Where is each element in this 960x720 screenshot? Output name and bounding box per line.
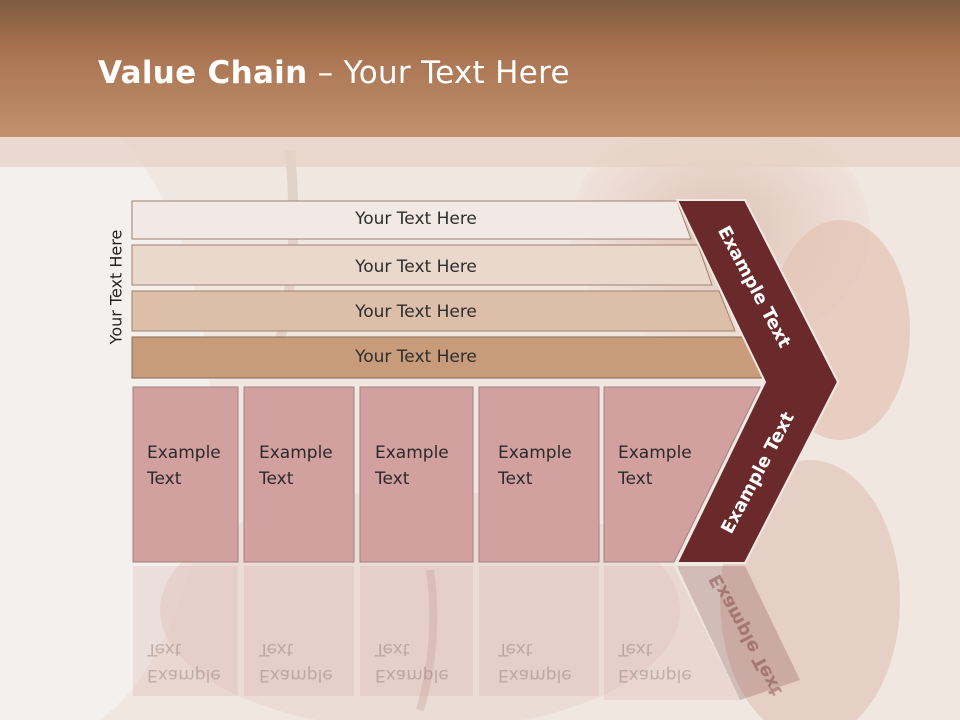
primary-box-4-shape bbox=[478, 386, 600, 563]
primary-box-1-reflection-line1: Example bbox=[147, 665, 221, 685]
primary-box-2-reflection-line1: Example bbox=[259, 665, 333, 685]
primary-box-4-reflection-line2: Text bbox=[498, 639, 533, 659]
support-row-2-shape bbox=[131, 244, 713, 286]
primary-box-4-reflection-line1: Example bbox=[498, 665, 572, 685]
primary-box-4-line1: Example bbox=[498, 443, 572, 463]
support-row-2: Your Text Here bbox=[355, 257, 477, 277]
primary-box-5-line2: Text bbox=[618, 469, 653, 489]
primary-box-5: Example Text bbox=[618, 440, 708, 492]
primary-box-5-reflection-line1: Example bbox=[618, 665, 692, 685]
title-rest: – Your Text Here bbox=[307, 55, 570, 91]
primary-box-3-line2: Text bbox=[375, 469, 410, 489]
primary-box-5-shape bbox=[603, 386, 761, 563]
primary-box-4: Example Text bbox=[498, 440, 588, 492]
title-bold: Value Chain bbox=[98, 55, 308, 91]
primary-box-5-line1: Example bbox=[618, 443, 692, 463]
primary-box-2-reflection-line2: Text bbox=[259, 639, 294, 659]
primary-box-3-reflection-line1: Example bbox=[375, 665, 449, 685]
primary-box-2-line2: Text bbox=[259, 469, 294, 489]
primary-box-2-shape bbox=[243, 386, 355, 563]
primary-box-3: Example Text bbox=[375, 440, 465, 492]
primary-box-2-reflection: Example Text bbox=[259, 636, 349, 688]
primary-box-1: Example Text bbox=[147, 440, 237, 492]
primary-box-1-shape bbox=[132, 386, 239, 563]
primary-box-3-line1: Example bbox=[375, 443, 449, 463]
title-bar bbox=[0, 0, 960, 137]
primary-box-1-reflection-line2: Text bbox=[147, 639, 182, 659]
primary-box-1-reflection: Example Text bbox=[147, 636, 237, 688]
primary-box-2-line1: Example bbox=[259, 443, 333, 463]
support-row-3-shape bbox=[131, 290, 736, 332]
support-row-1: Your Text Here bbox=[355, 209, 477, 229]
primary-box-3-reflection-line2: Text bbox=[375, 639, 410, 659]
support-row-3: Your Text Here bbox=[355, 302, 477, 322]
primary-box-3-reflection: Example Text bbox=[375, 636, 465, 688]
primary-box-5-reflection-line2: Text bbox=[618, 639, 653, 659]
primary-box-1-line1: Example bbox=[147, 443, 221, 463]
primary-box-5-reflection: Example Text bbox=[618, 636, 708, 688]
primary-box-2: Example Text bbox=[259, 440, 349, 492]
margin-chevron bbox=[675, 199, 840, 564]
support-row-4: Your Text Here bbox=[355, 347, 477, 367]
primary-box-4-line2: Text bbox=[498, 469, 533, 489]
header-strip bbox=[0, 137, 960, 167]
primary-box-1-line2: Text bbox=[147, 469, 182, 489]
primary-box-3-shape bbox=[359, 386, 474, 563]
slide-title: Value Chain – Your Text Here bbox=[98, 55, 570, 91]
primary-box-4-reflection: Example Text bbox=[498, 636, 588, 688]
support-row-1-shape bbox=[131, 200, 692, 240]
